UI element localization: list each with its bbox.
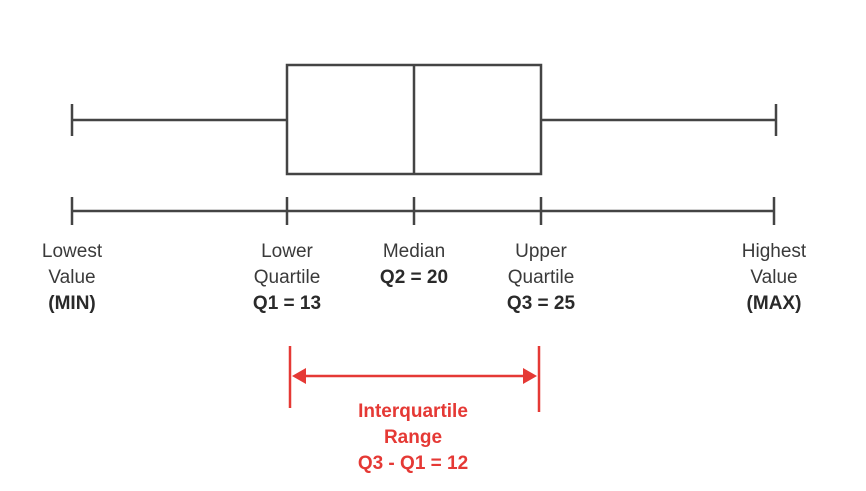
label-q3-line3: Q3 = 25 xyxy=(506,293,576,314)
label-median-line1: Median xyxy=(382,241,446,262)
label-max-line2: Value xyxy=(750,267,798,288)
iqr-label: Interquartile Range Q3 - Q1 = 12 xyxy=(358,399,468,477)
label-q1: Lower Quartile Q1 = 13 xyxy=(253,239,321,317)
label-q3-line1: Upper xyxy=(515,241,567,262)
label-q1-line2: Quartile xyxy=(253,267,321,288)
label-median-line2: Q2 = 20 xyxy=(379,267,449,288)
iqr-label-line1: Interquartile xyxy=(358,401,468,422)
label-median: Median Q2 = 20 xyxy=(380,239,448,291)
label-q3-line2: Quartile xyxy=(507,267,575,288)
label-min: Lowest Value (MIN) xyxy=(42,239,102,317)
label-min-line1: Lowest xyxy=(41,241,103,262)
label-q3: Upper Quartile Q3 = 25 xyxy=(507,239,575,317)
label-min-line3: (MIN) xyxy=(48,293,96,314)
iqr-arrow-left-head xyxy=(292,368,306,384)
label-max-line3: (MAX) xyxy=(746,293,802,314)
label-q1-line3: Q1 = 13 xyxy=(252,293,322,314)
iqr-arrow-right-head xyxy=(523,368,537,384)
label-q1-line1: Lower xyxy=(261,241,313,262)
iqr-label-line3: Q3 - Q1 = 12 xyxy=(357,453,469,474)
label-max-line1: Highest xyxy=(741,241,807,262)
iqr-label-line2: Range xyxy=(383,427,443,448)
label-min-line2: Value xyxy=(48,267,96,288)
label-max: Highest Value (MAX) xyxy=(742,239,806,317)
